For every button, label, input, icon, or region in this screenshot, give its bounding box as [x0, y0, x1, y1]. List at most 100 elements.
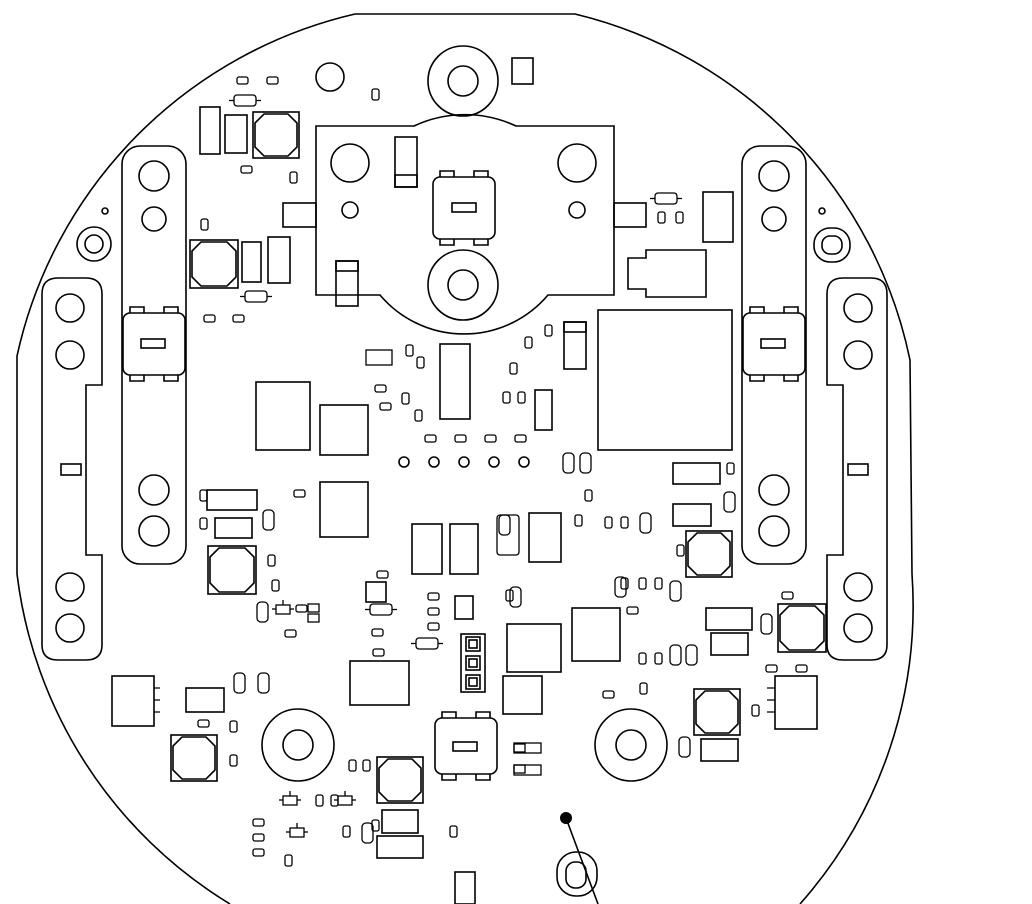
- smd-capacitor: [315, 794, 324, 807]
- smd-capacitor: [751, 704, 760, 717]
- smd-capacitor-medium: [685, 644, 698, 666]
- smd-capacitor: [449, 825, 458, 838]
- switch-bottom: [434, 711, 498, 781]
- smd-capacitor-medium: [562, 452, 575, 474]
- smd-resistor: [371, 628, 384, 637]
- inductor: [252, 111, 300, 159]
- battery-holder: [282, 113, 647, 335]
- inductor: [189, 239, 239, 289]
- header-3pin: [460, 633, 486, 693]
- smd-pad: [513, 764, 526, 774]
- smd-capacitor-medium: [361, 822, 374, 844]
- smd-pad: [307, 603, 320, 613]
- smd-capacitor: [229, 720, 238, 733]
- smd-pad: [307, 613, 320, 623]
- smd-resistor: [240, 165, 253, 174]
- smd-resistor: [372, 648, 385, 657]
- smd-resistor-wide: [365, 349, 393, 366]
- rail-inner-left: [121, 145, 187, 565]
- smd-capacitor-medium: [669, 580, 682, 602]
- smd-resistor: [424, 434, 437, 443]
- smd-capacitor: [371, 819, 380, 832]
- smd-resistor: [484, 434, 497, 443]
- transistor: [279, 791, 301, 806]
- smd-capacitor: [267, 554, 276, 567]
- transistor: [272, 600, 294, 615]
- smd-capacitor: [654, 652, 663, 665]
- fiducial-right: [813, 207, 851, 263]
- tantalum-caps: [335, 136, 587, 370]
- smd-resistor: [454, 434, 467, 443]
- diode: [240, 290, 272, 303]
- smd-capacitor-medium: [256, 601, 269, 623]
- smd-resistor: [376, 570, 389, 579]
- smd-resistor: [795, 664, 808, 673]
- smd-resistor: [765, 664, 778, 673]
- smd-resistor: [197, 719, 210, 728]
- smd-resistor: [203, 314, 216, 323]
- smd-capacitor: [405, 344, 414, 357]
- diode: [411, 637, 443, 650]
- smd-resistor: [293, 489, 306, 498]
- smd-capacitor: [371, 88, 380, 101]
- smd-resistor-wide: [513, 764, 542, 776]
- smd-resistor: [427, 622, 440, 631]
- smd-capacitor: [401, 392, 410, 405]
- ic-large: [597, 309, 733, 451]
- smd-capacitor: [348, 759, 357, 772]
- passive-components: [197, 76, 808, 867]
- smd-capacitor: [229, 754, 238, 767]
- inductor: [777, 603, 827, 653]
- smd-resistor: [252, 833, 265, 842]
- smd-capacitor: [517, 391, 526, 404]
- smd-capacitor: [620, 516, 629, 529]
- diode: [650, 192, 682, 205]
- antenna-slot: [556, 812, 599, 904]
- bottom-connector: [454, 871, 476, 904]
- smd-capacitor: [639, 682, 648, 695]
- smd-capacitor: [604, 516, 613, 529]
- mounting-hole-bottom-right: [594, 708, 668, 782]
- inductor-group: [170, 111, 827, 804]
- smd-capacitor: [654, 577, 663, 590]
- inductor: [376, 756, 424, 804]
- smd-capacitor-medium: [669, 644, 682, 666]
- smd-capacitor: [620, 577, 629, 590]
- smd-capacitor: [416, 356, 425, 369]
- board-outline: [16, 13, 914, 904]
- smd-capacitor: [524, 336, 533, 349]
- smd-capacitor-medium: [498, 514, 511, 536]
- smd-pad: [513, 743, 526, 753]
- transistor: [286, 823, 308, 838]
- smd-capacitor: [342, 825, 351, 838]
- smd-capacitor: [509, 362, 518, 375]
- smd-resistor: [232, 314, 245, 323]
- smd-capacitor-medium: [262, 509, 275, 531]
- smd-capacitor: [200, 218, 209, 231]
- smd-capacitor: [199, 489, 208, 502]
- smd-capacitor: [199, 517, 208, 530]
- fiducial-left: [76, 207, 112, 262]
- switch-left: [122, 306, 186, 382]
- electrolytic-cap: [496, 514, 520, 556]
- rail-outer-right: [826, 277, 888, 661]
- smd-capacitor-medium: [579, 452, 592, 474]
- smd-capacitor: [574, 514, 583, 527]
- smd-capacitor: [657, 211, 666, 224]
- smd-capacitor-medium: [257, 672, 270, 694]
- inductor: [693, 688, 741, 736]
- power-connector: [627, 249, 707, 298]
- smd-resistor: [284, 629, 297, 638]
- transistor: [334, 791, 356, 806]
- smd-capacitor: [544, 324, 553, 337]
- rail-outer-left: [41, 277, 103, 661]
- smd-capacitor-medium: [509, 586, 522, 608]
- smd-capacitor: [271, 579, 280, 592]
- smd-capacitor: [414, 409, 423, 422]
- connector-left: [111, 675, 160, 727]
- switch-right: [742, 306, 806, 382]
- smd-capacitor-medium: [723, 491, 736, 513]
- test-pads: [398, 456, 530, 468]
